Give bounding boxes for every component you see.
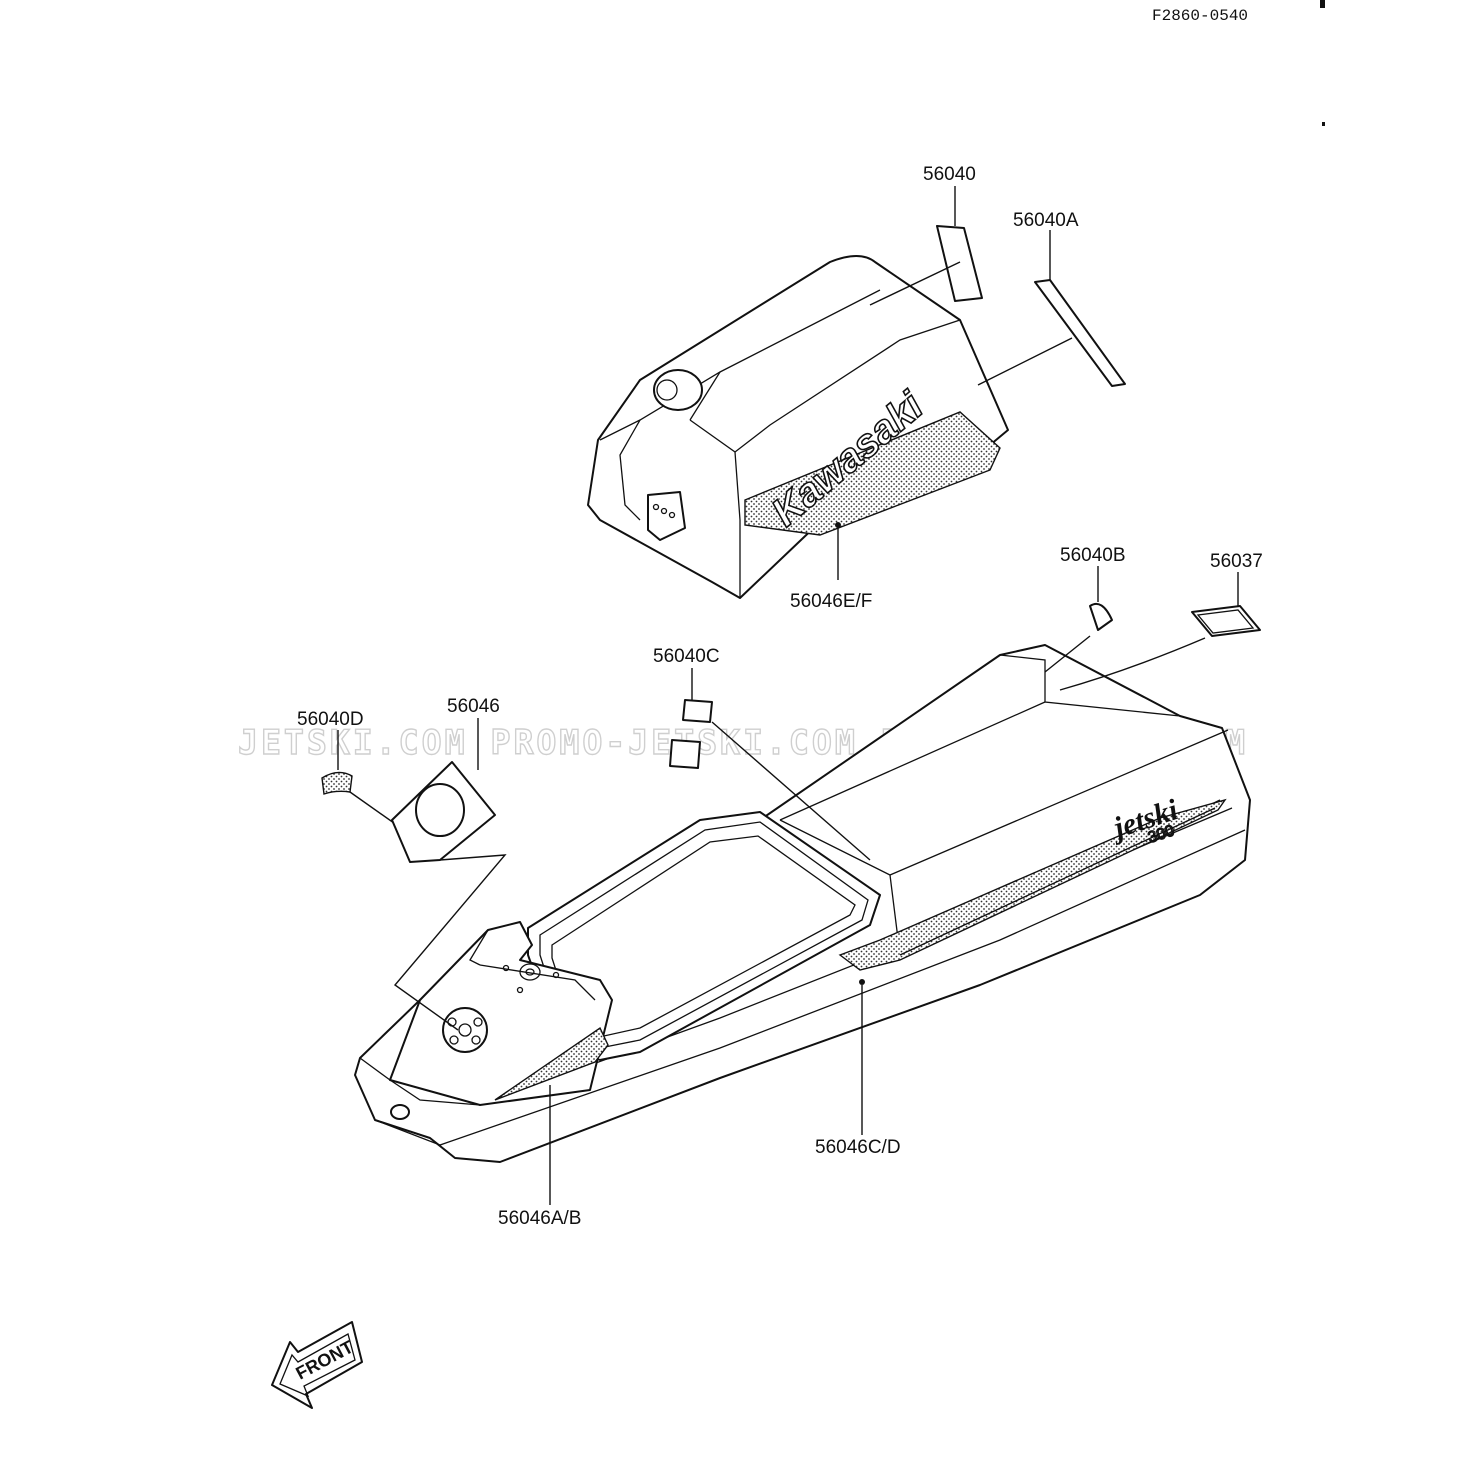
edge-mark-right xyxy=(1322,122,1325,126)
diagram-code: F2860-0540 xyxy=(1152,7,1248,25)
label-56046AB: 56046A/B xyxy=(498,1208,581,1229)
decal-56037 xyxy=(1059,572,1261,691)
label-56046CD: 56046C/D xyxy=(815,1137,901,1158)
label-56040C: 56040C xyxy=(653,646,720,667)
decal-56046 xyxy=(391,718,507,1031)
front-arrow: FRONT xyxy=(271,1321,363,1409)
hull: jetski 300 xyxy=(354,644,1251,1205)
label-56040D: 56040D xyxy=(297,709,364,730)
decal-56040B xyxy=(1044,566,1113,673)
label-56040B: 56040B xyxy=(1060,545,1126,566)
label-56046: 56046 xyxy=(447,696,500,717)
decal-56040 xyxy=(869,186,983,306)
label-56040: 56040 xyxy=(923,164,976,185)
decal-56040C xyxy=(669,668,871,861)
edge-mark-top xyxy=(1320,0,1325,8)
label-56037: 56037 xyxy=(1210,551,1263,572)
label-56040A: 56040A xyxy=(1013,210,1079,231)
decal-56040A xyxy=(977,230,1126,387)
label-56046EF: 56046E/F xyxy=(790,591,872,612)
engine-cover: Kawasaki xyxy=(587,255,1009,599)
